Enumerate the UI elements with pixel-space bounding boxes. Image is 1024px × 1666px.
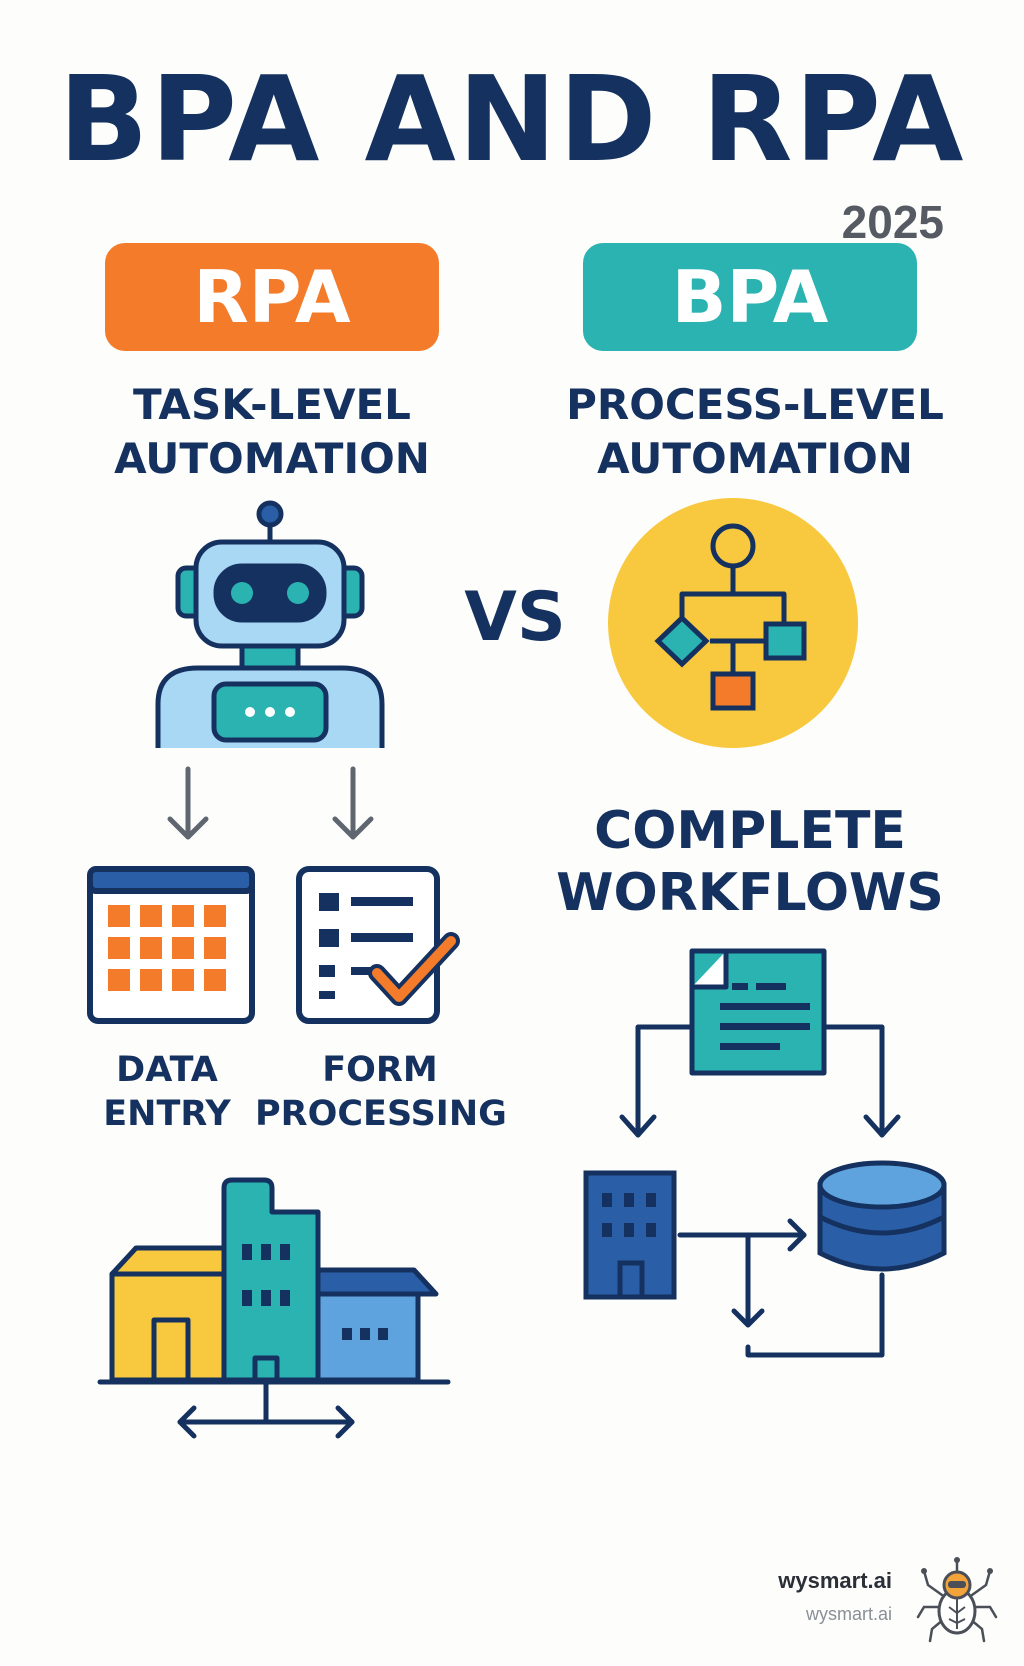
rpa-subtitle: TASK-LEVEL AUTOMATION: [62, 378, 482, 486]
year-label: 2025: [841, 196, 944, 248]
database-icon: [817, 1160, 947, 1272]
bpa-subtitle: PROCESS-LEVEL AUTOMATION: [545, 378, 965, 486]
heading-line: WORKFLOWS: [556, 863, 944, 923]
arrow-down-icon: [167, 766, 209, 840]
task-label-form-processing: FORM PROCESSING: [255, 1048, 507, 1136]
calendar-icon: [87, 866, 255, 1024]
flowchart-icon: [608, 498, 858, 748]
office-building-icon: [583, 1170, 677, 1300]
task-label-line: ENTRY: [103, 1094, 231, 1134]
task-label-line: FORM: [322, 1050, 438, 1090]
bpa-subtitle-line: PROCESS-LEVEL: [566, 380, 944, 429]
task-label-line: PROCESSING: [255, 1094, 507, 1134]
bpa-badge: BPA: [583, 243, 917, 351]
rpa-badge: RPA: [105, 243, 439, 351]
checklist-icon: [296, 866, 460, 1024]
task-label-data-entry: DATA ENTRY: [92, 1048, 242, 1136]
arrow-down-icon: [332, 766, 374, 840]
rpa-subtitle-line: TASK-LEVEL: [133, 380, 411, 429]
spider-logo-icon: [916, 1557, 998, 1643]
workflow-diagram: [583, 948, 947, 1358]
task-label-line: DATA: [116, 1050, 218, 1090]
page-title: BPA AND RPA: [58, 50, 966, 188]
rpa-subtitle-line: AUTOMATION: [114, 434, 430, 483]
robot-icon: [155, 500, 385, 748]
heading-line: COMPLETE: [594, 801, 906, 861]
bpa-subtitle-line: AUTOMATION: [597, 434, 913, 483]
vs-label: VS: [464, 578, 566, 657]
brand-url: wysmart.ai: [805, 1604, 892, 1624]
buildings-icon: [97, 1177, 451, 1439]
complete-workflows-heading: COMPLETE WORKFLOWS: [540, 800, 960, 924]
brand-name: wysmart.ai: [778, 1568, 892, 1593]
document-icon: [689, 948, 827, 1076]
